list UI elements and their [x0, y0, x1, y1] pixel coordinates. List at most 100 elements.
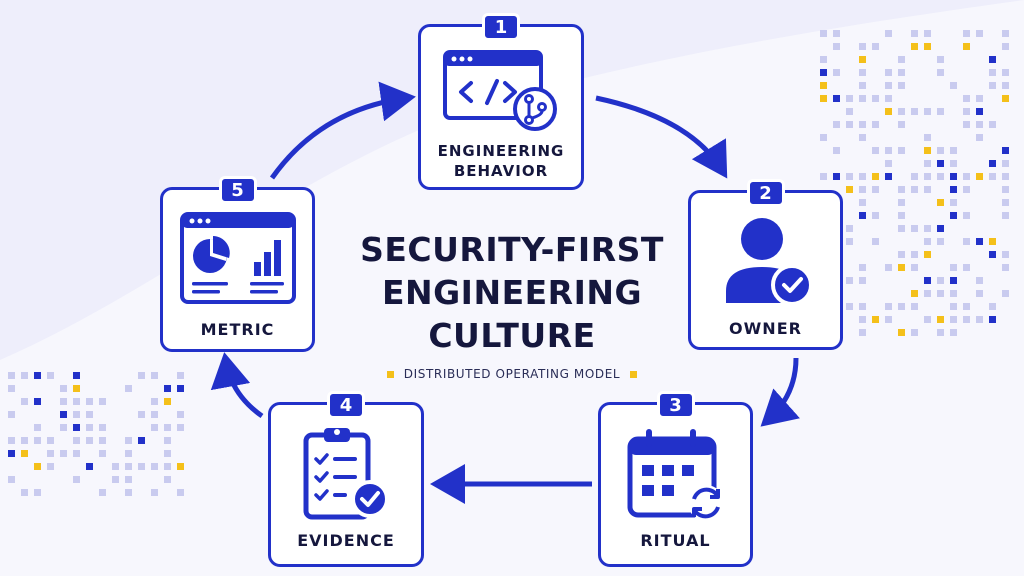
decorative-dot — [898, 264, 905, 271]
decorative-dot — [86, 424, 93, 431]
decorative-dot — [937, 329, 944, 336]
decorative-dot — [924, 43, 931, 50]
decorative-dot — [125, 437, 132, 444]
decorative-dot — [846, 277, 853, 284]
decorative-dot — [924, 147, 931, 154]
decorative-dot — [47, 437, 54, 444]
decorative-dot — [21, 450, 28, 457]
decorative-dot — [872, 121, 879, 128]
decorative-dot — [34, 437, 41, 444]
step-number-badge: 2 — [746, 179, 785, 207]
decorative-dot — [1002, 147, 1009, 154]
decorative-dot — [820, 82, 827, 89]
decorative-dot — [8, 437, 15, 444]
decorative-dot — [60, 424, 67, 431]
title-line-2: ENGINEERING — [381, 273, 643, 312]
decorative-dot — [177, 424, 184, 431]
decorative-dot — [21, 437, 28, 444]
decorative-dot — [820, 69, 827, 76]
decorative-dot — [833, 30, 840, 37]
decorative-dot — [937, 277, 944, 284]
decorative-dot — [911, 251, 918, 258]
decorative-dot — [885, 95, 892, 102]
decorative-dot — [1002, 69, 1009, 76]
decorative-dot — [138, 437, 145, 444]
decorative-dot — [898, 108, 905, 115]
decorative-dot — [833, 43, 840, 50]
decorative-dot — [1002, 199, 1009, 206]
step-number-badge: 1 — [482, 13, 520, 41]
decorative-dot — [950, 82, 957, 89]
accent-square-icon — [630, 370, 638, 378]
decorative-dot — [898, 199, 905, 206]
decorative-dot — [911, 30, 918, 37]
decorative-dot — [86, 398, 93, 405]
step-card-engineering-behavior: 1 ENGINEERING BEHAVIOR — [418, 13, 584, 190]
decorative-dot — [963, 173, 970, 180]
step-card-evidence: 4 EVIDENCE — [268, 391, 424, 567]
decorative-dot — [125, 489, 132, 496]
decorative-dot — [963, 264, 970, 271]
step-label-line1: ENGINEERING — [437, 142, 565, 160]
decorative-dot — [164, 476, 171, 483]
decorative-dot — [989, 121, 996, 128]
decorative-dot — [950, 147, 957, 154]
step-number-badge: 5 — [218, 176, 257, 204]
code-window-git-icon — [443, 50, 557, 131]
decorative-dot — [911, 303, 918, 310]
decorative-dot — [989, 316, 996, 323]
decorative-dot — [976, 134, 983, 141]
decorative-dot — [976, 108, 983, 115]
decorative-dot — [937, 108, 944, 115]
decorative-dot — [820, 134, 827, 141]
decorative-dot — [924, 238, 931, 245]
decorative-dot — [950, 277, 957, 284]
decorative-dot — [937, 290, 944, 297]
decorative-dot — [21, 372, 28, 379]
decorative-dot — [872, 147, 879, 154]
decorative-dot — [73, 450, 80, 457]
decorative-dot — [846, 173, 853, 180]
decorative-dot — [138, 411, 145, 418]
decorative-dot — [34, 489, 41, 496]
decorative-dot — [151, 398, 158, 405]
decorative-dot — [963, 30, 970, 37]
decorative-dot — [151, 411, 158, 418]
decorative-dot — [885, 108, 892, 115]
decorative-dot — [989, 303, 996, 310]
decorative-dot — [820, 30, 827, 37]
decorative-dot — [963, 316, 970, 323]
decorative-dot — [73, 476, 80, 483]
decorative-dot — [73, 424, 80, 431]
step-label: RITUAL — [640, 531, 711, 550]
decorative-dot — [976, 30, 983, 37]
decorative-dot — [820, 95, 827, 102]
decorative-dot — [125, 476, 132, 483]
decorative-dot — [976, 316, 983, 323]
decorative-dot — [846, 225, 853, 232]
decorative-dot — [950, 199, 957, 206]
decorative-dot — [872, 238, 879, 245]
decorative-dot — [911, 225, 918, 232]
decorative-dot — [151, 424, 158, 431]
decorative-dot — [60, 398, 67, 405]
decorative-dot — [911, 264, 918, 271]
decorative-dot — [885, 303, 892, 310]
page-title: SECURITY-FIRST ENGINEERING CULTURE — [330, 228, 694, 357]
decorative-dot — [859, 69, 866, 76]
decorative-dot — [963, 95, 970, 102]
decorative-dot — [99, 450, 106, 457]
decorative-dot — [177, 372, 184, 379]
decorative-dot — [924, 251, 931, 258]
decorative-dot — [937, 160, 944, 167]
decorative-dot — [872, 212, 879, 219]
decorative-dot — [99, 424, 106, 431]
decorative-dot — [21, 489, 28, 496]
decorative-dot — [898, 303, 905, 310]
decorative-dot — [99, 489, 106, 496]
decorative-dot — [937, 173, 944, 180]
decorative-dot — [859, 134, 866, 141]
decorative-dot — [846, 303, 853, 310]
decorative-dot — [898, 186, 905, 193]
